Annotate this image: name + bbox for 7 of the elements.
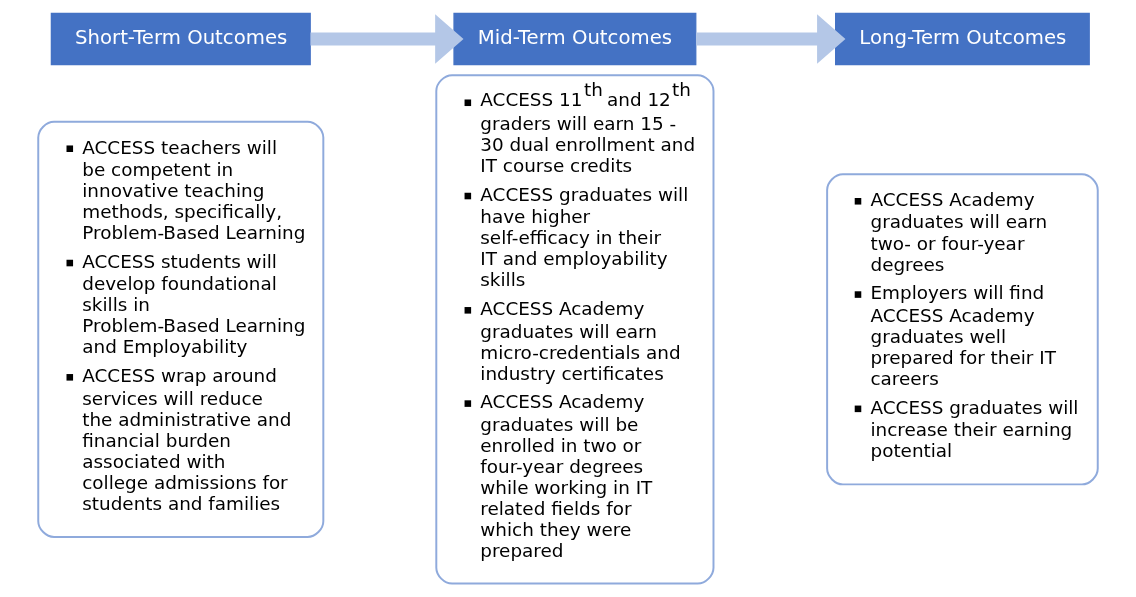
- arrow: [310, 14, 464, 64]
- node-box: ACCESS Academy graduates will earn two- or four-year degrees Employers will find ACCESS Academy graduates well prepared for their IT careers ACCESS graduates will increase their earning potential: [826, 173, 1099, 486]
- node-box: ACCESS teachers will be competent in innovative teaching methods, specifically, Problem-Based Learning ACCESS students will develop foundational skills in Problem-Based Learning and Employability ACCESS wrap around services will reduce the administrative and financial burden associated with college admissions for students and families: [37, 120, 325, 538]
- node-box: Long-Term Outcomes: [835, 12, 1090, 66]
- arrow: [696, 14, 846, 64]
- node-box: Mid-Term Outcomes: [453, 12, 697, 66]
- node-box: Short-Term Outcomes: [50, 12, 311, 66]
